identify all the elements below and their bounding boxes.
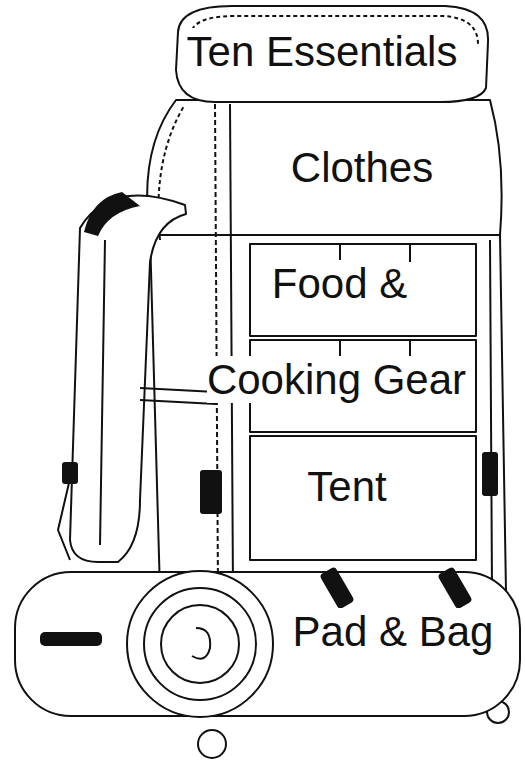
pocket-stitch: [409, 340, 411, 356]
clothes-section: [147, 100, 502, 235]
pack-compartment: Pad & Bag: [290, 608, 497, 656]
pack-body: [150, 235, 506, 592]
side-seam: [215, 104, 218, 590]
buckle: [62, 462, 78, 484]
buckle: [482, 452, 498, 496]
pack-compartment: Tent: [304, 463, 389, 511]
strap-stitch: [100, 240, 105, 545]
pack-compartment: Food & Cooking Gear: [202, 240, 474, 432]
roll-spiral: [161, 605, 239, 683]
roll-strap: [437, 566, 473, 610]
pack-foot: [198, 730, 226, 758]
buckle: [200, 470, 222, 514]
roll-end: [127, 571, 273, 717]
pocket-stitch: [339, 340, 341, 356]
compartment-label: Tent: [304, 463, 389, 510]
roll-spiral: [192, 628, 210, 659]
pack-compartment: Clothes: [288, 144, 436, 192]
pack-compartment: Ten Essentials: [184, 28, 461, 76]
shoulder-strap: [70, 196, 186, 562]
roll-strap: [319, 566, 355, 610]
strap-padding: [84, 192, 140, 236]
tent-panel: [250, 436, 476, 560]
side-seam: [490, 240, 492, 590]
lid-section: [176, 6, 488, 102]
compartment-label: Ten Essentials: [184, 28, 461, 75]
chest-strap: [140, 388, 216, 392]
pocket-stitch: [409, 244, 411, 262]
compartment-label: Food & Cooking Gear: [207, 260, 469, 403]
compartment-label: Clothes: [288, 144, 436, 191]
sleeping-roll: [15, 572, 520, 716]
chest-strap: [140, 400, 216, 404]
roll-strap: [40, 632, 102, 646]
roll-spiral: [144, 588, 256, 700]
compartment-label: Pad & Bag: [290, 608, 497, 655]
side-seam: [230, 104, 233, 590]
